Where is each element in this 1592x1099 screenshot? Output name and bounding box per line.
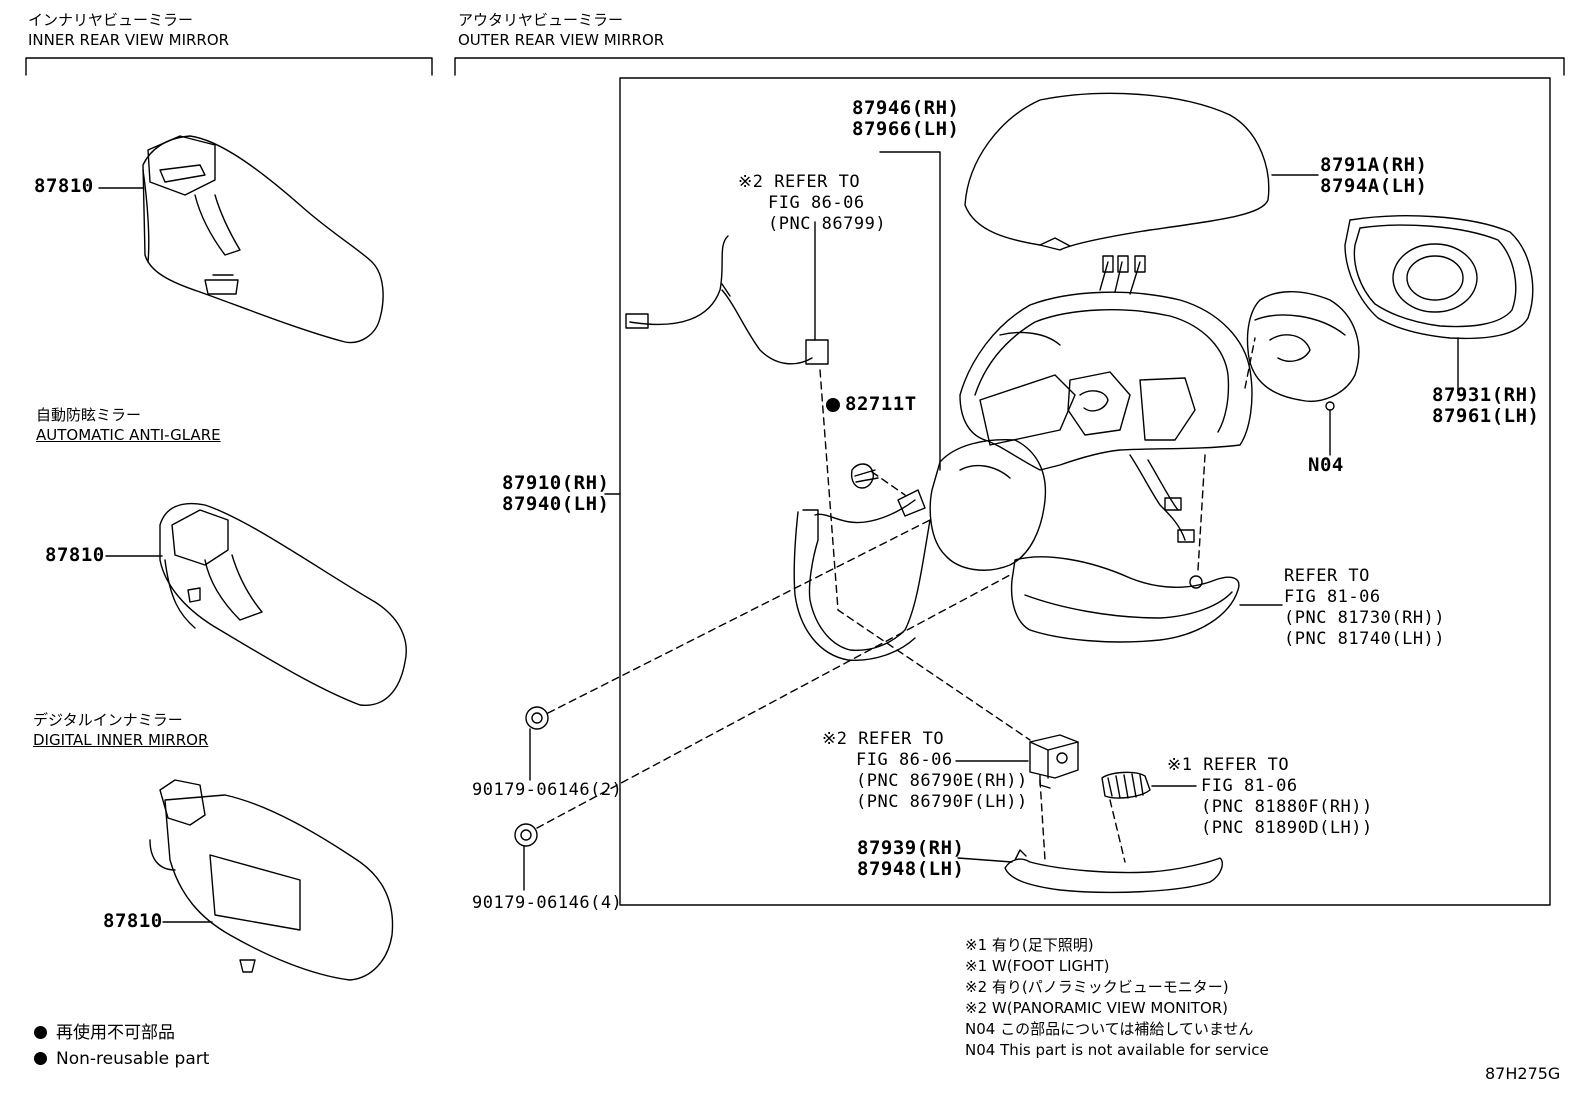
section-anti-glare-en: AUTOMATIC ANTI-GLARE xyxy=(36,426,221,444)
part-label-lower-cover: 87939(RH) 87948(LH) xyxy=(857,838,964,880)
section-digital-heading: デジタルインナミラー DIGITAL INNER MIRROR xyxy=(33,710,208,750)
ref-3-line-1: ※2 REFER TO xyxy=(822,729,945,749)
note-5: N04 この部品については補給していません xyxy=(965,1020,1254,1038)
ref-3-line-4: (PNC 86790F(LH)) xyxy=(856,792,1028,812)
legend-en-text: Non-reusable part xyxy=(56,1049,210,1069)
ref-4-line-3: (PNC 81880F(RH)) xyxy=(1201,797,1373,817)
part-label-wire-harness: 87946(RH) 87966(LH) xyxy=(852,98,959,140)
note-1: ※1 有り(足下照明) xyxy=(965,936,1094,954)
camera-drawing xyxy=(1029,734,1079,789)
inner-mirror-drawing-2 xyxy=(159,502,407,706)
ref-2-line-1: REFER TO xyxy=(1284,566,1370,586)
part-label-87939[interactable]: 87939(RH) xyxy=(857,837,965,859)
part-label-8791A[interactable]: 8791A(RH) xyxy=(1320,154,1428,176)
ref-2-line-2: FIG 81-06 xyxy=(1284,587,1381,607)
legend: 再使用不可部品 Non-reusable part xyxy=(34,1020,209,1072)
ref-4-line-4: (PNC 81890D(LH)) xyxy=(1201,818,1373,838)
section-anti-glare-heading: 自動防眩ミラー AUTOMATIC ANTI-GLARE xyxy=(36,405,221,445)
non-reusable-dot-clip xyxy=(826,398,840,412)
clip-drawing xyxy=(850,463,879,489)
part-label-screw-2[interactable]: 90179-06146(2) xyxy=(472,780,623,800)
part-label-mirror-glass: 87931(RH) 87961(LH) xyxy=(1432,385,1539,427)
part-label-8794A[interactable]: 8794A(LH) xyxy=(1320,175,1428,197)
part-label-87810-2[interactable]: 87810 xyxy=(45,544,105,566)
part-label-82711T[interactable]: 82711T xyxy=(845,393,917,415)
ref-1-line-3: (PNC 86799) xyxy=(768,214,887,234)
note-3: ※2 有り(パノラミックビューモニター) xyxy=(965,978,1229,996)
ref-2-line-4: (PNC 81740(LH)) xyxy=(1284,629,1446,649)
ref-4-line-2: FIG 81-06 xyxy=(1201,776,1298,796)
ref-fig-81-06-foot-light[interactable]: ※1 REFER TO FIG 81-06 (PNC 81880F(RH)) (… xyxy=(1167,755,1373,839)
section-outer-heading: アウタリヤビューミラー OUTER REAR VIEW MIRROR xyxy=(458,10,664,50)
leader-lower-cover xyxy=(957,857,1013,863)
part-label-87910[interactable]: 87910(RH) xyxy=(502,472,610,494)
outer-section-bracket xyxy=(454,57,1565,76)
dashed-lines xyxy=(536,337,1256,863)
wire-harness-drawing xyxy=(625,235,829,365)
mirror-glass-drawing xyxy=(1344,215,1534,340)
part-label-87946[interactable]: 87946(RH) xyxy=(852,97,960,119)
part-label-mirror-cover: 8791A(RH) 8794A(LH) xyxy=(1320,155,1427,197)
section-digital-en: DIGITAL INNER MIRROR xyxy=(33,731,209,749)
part-label-87961[interactable]: 87961(LH) xyxy=(1432,405,1540,427)
part-label-screw-4[interactable]: 90179-06146(4) xyxy=(472,893,623,913)
inner-mirror-drawing-3 xyxy=(149,779,394,981)
ref-3-line-2: FIG 86-06 xyxy=(856,750,953,770)
part-label-87810-3[interactable]: 87810 xyxy=(103,910,163,932)
non-reusable-dot-icon xyxy=(34,1052,47,1065)
section-outer-en: OUTER REAR VIEW MIRROR xyxy=(458,31,665,49)
figure-code: 87H275G xyxy=(1485,1064,1561,1083)
mirror-cover-drawing xyxy=(964,92,1270,251)
legend-item-en: Non-reusable part xyxy=(34,1046,209,1072)
leader-wire-harness xyxy=(879,151,941,471)
note-6: N04 This part is not available for servi… xyxy=(965,1041,1269,1059)
inner-mirror-drawing-1 xyxy=(142,135,384,344)
screw-drawing-1 xyxy=(525,706,549,730)
part-label-87948[interactable]: 87948(LH) xyxy=(857,858,965,880)
note-2: ※1 W(FOOT LIGHT) xyxy=(965,957,1110,975)
section-inner-jp: インナリヤビューミラー xyxy=(28,11,194,29)
outer-assembly-frame xyxy=(619,77,1551,906)
ref-1-line-2: FIG 86-06 xyxy=(768,193,865,213)
part-label-87810-1[interactable]: 87810 xyxy=(34,175,94,197)
part-label-87940[interactable]: 87940(LH) xyxy=(502,493,610,515)
ref-1-line-1: ※2 REFER TO xyxy=(738,172,861,192)
lower-cable-drawing xyxy=(793,489,931,661)
ref-fig-86-06-camera[interactable]: ※2 REFER TO FIG 86-06 (PNC 86790E(RH)) (… xyxy=(822,729,1028,813)
part-label-mirror-assembly: 87910(RH) 87940(LH) xyxy=(502,473,609,515)
section-outer-jp: アウタリヤビューミラー xyxy=(458,11,624,29)
inner-section-bracket xyxy=(25,57,433,76)
section-digital-jp: デジタルインナミラー xyxy=(33,711,183,729)
mirror-housing-drawing xyxy=(929,255,1253,571)
ref-3-line-3: (PNC 86790E(RH)) xyxy=(856,771,1028,791)
section-anti-glare-jp: 自動防眩ミラー xyxy=(36,406,142,424)
lower-cover-drawing xyxy=(1004,849,1223,894)
section-inner-en: INNER REAR VIEW MIRROR xyxy=(28,31,230,49)
part-label-87931[interactable]: 87931(RH) xyxy=(1432,384,1540,406)
part-label-87966[interactable]: 87966(LH) xyxy=(852,118,960,140)
actuator-drawing xyxy=(1246,291,1360,411)
screw-drawing-2 xyxy=(514,823,538,847)
ref-fig-86-06-wire[interactable]: ※2 REFER TO FIG 86-06 (PNC 86799) xyxy=(738,172,886,235)
note-4: ※2 W(PANORAMIC VIEW MONITOR) xyxy=(965,999,1229,1017)
ref-fig-81-06-turn-lamp[interactable]: REFER TO FIG 81-06 (PNC 81730(RH)) (PNC … xyxy=(1284,566,1445,650)
legend-jp-text: 再使用不可部品 xyxy=(56,1023,175,1043)
part-label-n04[interactable]: N04 xyxy=(1308,454,1344,476)
legend-item-jp: 再使用不可部品 xyxy=(34,1020,209,1046)
notes-block: ※1 有り(足下照明) ※1 W(FOOT LIGHT) ※2 有り(パノラミッ… xyxy=(965,935,1269,1061)
turn-lamp-drawing xyxy=(1010,556,1240,643)
ref-2-line-3: (PNC 81730(RH)) xyxy=(1284,608,1446,628)
non-reusable-dot-icon xyxy=(34,1026,47,1039)
foot-light-drawing xyxy=(1101,771,1151,799)
section-inner-heading: インナリヤビューミラー INNER REAR VIEW MIRROR xyxy=(28,10,229,50)
ref-4-line-1: ※1 REFER TO xyxy=(1167,755,1290,775)
